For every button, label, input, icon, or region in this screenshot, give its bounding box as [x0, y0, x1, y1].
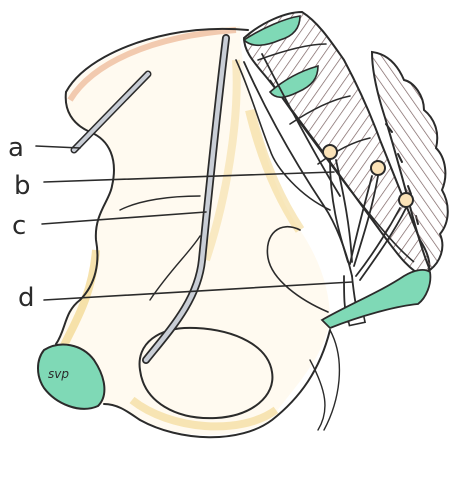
label-c: c [12, 211, 26, 241]
sacrospinous-ligament [322, 270, 430, 328]
label-a: a [8, 133, 24, 163]
label-d: d [18, 283, 35, 313]
label-b: b [14, 171, 31, 201]
symphysis-label: svp [48, 367, 69, 381]
